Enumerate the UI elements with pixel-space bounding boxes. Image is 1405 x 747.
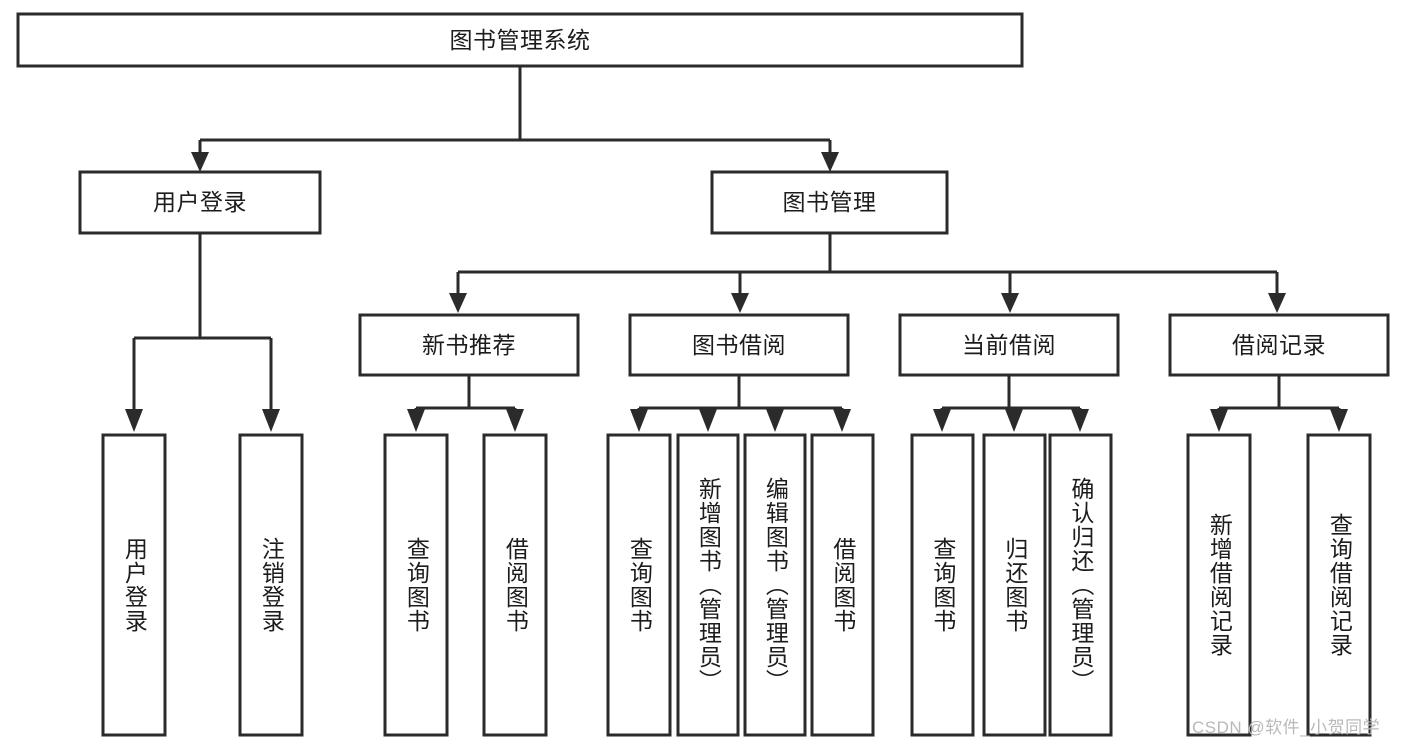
node-box-leaf-user-logout[interactable] <box>238 433 304 737</box>
node-box-leaf-query-book-current[interactable] <box>910 433 975 737</box>
arrow-head-leaf-query-book-borrow <box>630 409 648 432</box>
arrow-head-userlogin <box>191 152 209 172</box>
arrow-head-borrow-record <box>1268 293 1286 313</box>
connector-group-current-borrow <box>933 375 1089 432</box>
node-box-leaf-borrow-book-recommend[interactable] <box>482 433 548 737</box>
connector-group-bookmgmt <box>449 233 1286 313</box>
arrow-head-leaf-query-book-recommend <box>407 409 425 432</box>
node-box-current-borrow[interactable] <box>898 313 1120 377</box>
node-box-leaf-confirm-return-admin[interactable] <box>1048 433 1113 737</box>
arrow-head-leaf-return-book <box>1005 409 1023 432</box>
arrow-head-leaf-query-book-current <box>933 409 951 432</box>
connector-group-borrow-record <box>1210 375 1348 432</box>
node-box-leaf-return-book[interactable] <box>982 433 1047 737</box>
connector-group-new-book-recommend <box>407 375 524 432</box>
node-box-user-login[interactable] <box>78 170 322 235</box>
node-box-leaf-edit-book-admin[interactable] <box>743 433 807 737</box>
node-box-leaf-add-borrow-record[interactable] <box>1186 433 1252 737</box>
arrow-head-leaf-add-book-admin <box>699 409 717 432</box>
arrow-head-bookmgmt <box>821 152 839 172</box>
node-box-leaf-borrow-book[interactable] <box>810 433 875 737</box>
arrow-head-new-book-recommend <box>449 293 467 313</box>
arrow-head-leaf-confirm-return-admin <box>1071 409 1089 432</box>
arrow-head-leaf-user-logout <box>262 409 280 432</box>
node-box-book-borrow[interactable] <box>628 313 850 377</box>
arrow-head-leaf-user-login <box>125 409 143 432</box>
node-box-leaf-query-book-borrow[interactable] <box>606 433 672 737</box>
arrow-head-book-borrow <box>731 293 749 313</box>
node-box-leaf-add-book-admin[interactable] <box>676 433 740 737</box>
connector-group-userlogin <box>125 233 280 432</box>
arrow-head-leaf-borrow-book-recommend <box>506 409 524 432</box>
node-box-leaf-user-login[interactable] <box>101 433 167 737</box>
arrow-head-current-borrow <box>1001 293 1019 313</box>
node-box-leaf-query-book-recommend[interactable] <box>383 433 449 737</box>
node-box-root[interactable] <box>16 12 1024 68</box>
connector-group-book-borrow <box>630 375 851 432</box>
arrow-head-leaf-query-borrow-record <box>1330 409 1348 432</box>
arrow-head-leaf-edit-book-admin <box>766 409 784 432</box>
node-box-book-management[interactable] <box>710 170 949 235</box>
node-box-leaf-query-borrow-record[interactable] <box>1306 433 1372 737</box>
node-box-new-book-recommend[interactable] <box>358 313 580 377</box>
node-box-borrow-record[interactable] <box>1168 313 1390 377</box>
arrow-head-leaf-borrow-book <box>833 409 851 432</box>
connector-group-root <box>191 66 839 172</box>
arrow-head-leaf-add-borrow-record <box>1210 409 1228 432</box>
